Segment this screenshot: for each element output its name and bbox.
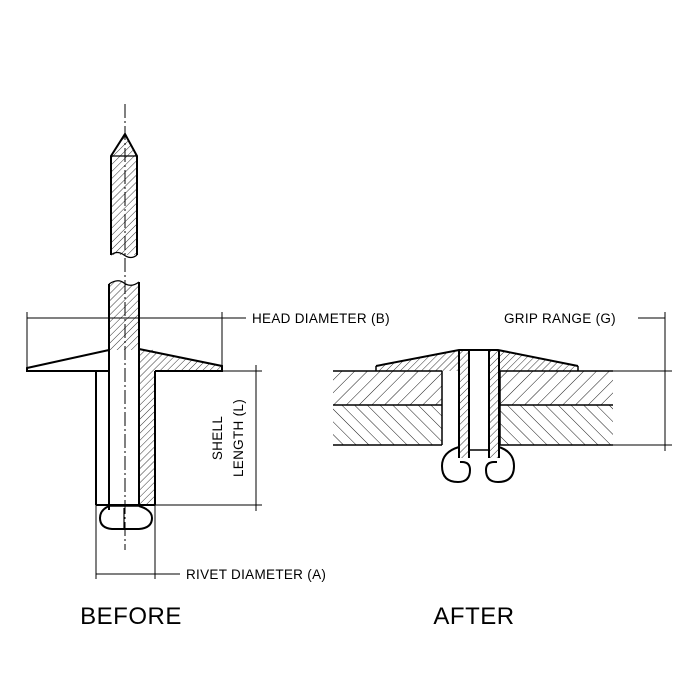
rivet-shell xyxy=(95,282,156,506)
rivet-diameter-label: RIVET DIAMETER (A) xyxy=(186,567,326,582)
mandrel-lower xyxy=(108,280,140,510)
rivet-diameter-dimension: RIVET DIAMETER (A) xyxy=(95,505,326,582)
installed-rivet-head xyxy=(375,349,579,371)
head-diameter-label: HEAD DIAMETER (B) xyxy=(252,311,390,326)
shell-length-dimension: SHELL LENGTH (L) xyxy=(155,365,262,511)
before-rivet: HEAD DIAMETER (B) SHELL LENGTH (L) RIVET… xyxy=(26,104,390,582)
shell-label: SHELL xyxy=(210,416,225,460)
mandrel-upper xyxy=(110,132,138,259)
head-diameter-dimension: HEAD DIAMETER (B) xyxy=(26,311,390,368)
installed-rivet-bulbs xyxy=(440,446,516,484)
mandrel-bulb xyxy=(98,505,154,530)
grip-range-label: GRIP RANGE (G) xyxy=(504,311,616,326)
after-caption: AFTER xyxy=(433,603,514,630)
before-caption: BEFORE xyxy=(80,603,182,630)
length-label: LENGTH (L) xyxy=(231,399,246,477)
installed-rivet-sleeve xyxy=(458,350,500,458)
plate-bottom xyxy=(333,405,613,445)
grip-range-dimension: GRIP RANGE (G) xyxy=(504,311,672,451)
after-rivet: GRIP RANGE (G) xyxy=(333,311,672,484)
plate-top xyxy=(333,371,613,405)
